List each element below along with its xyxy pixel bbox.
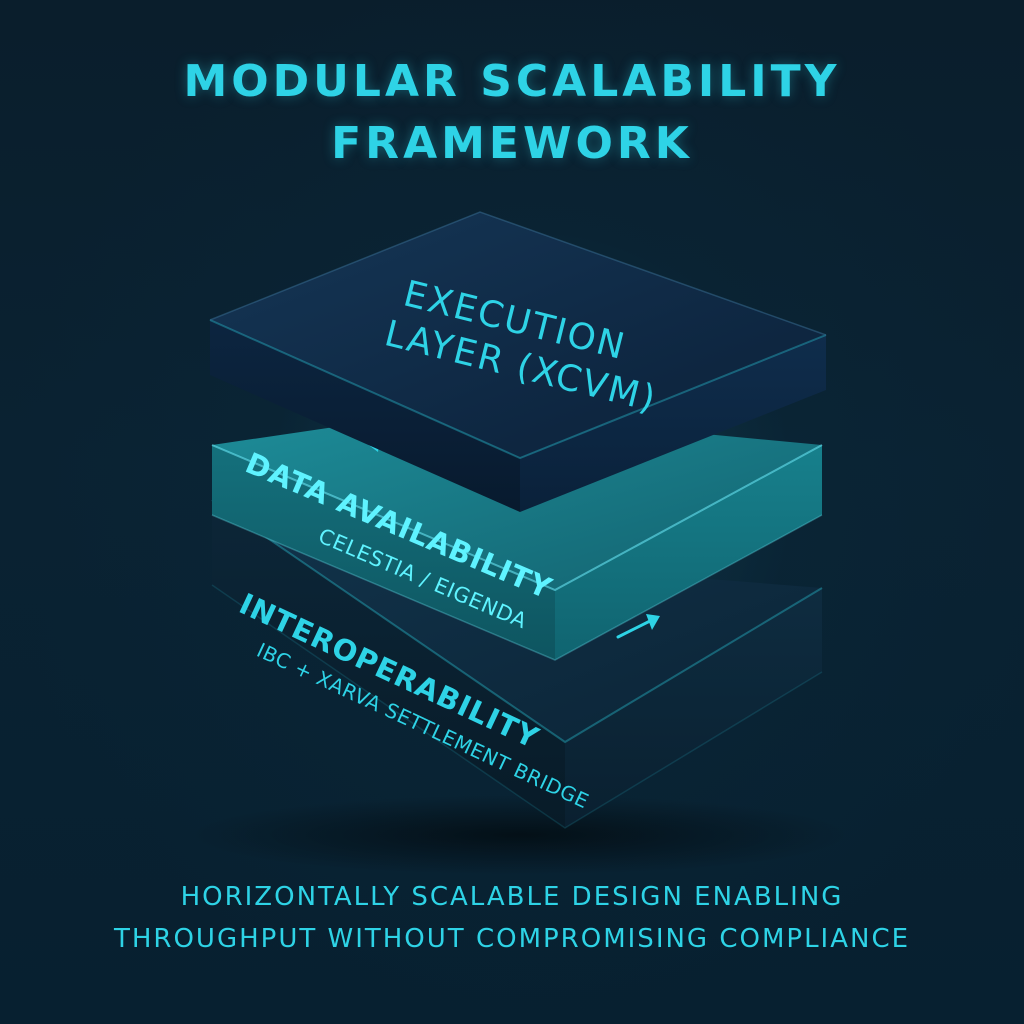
floor-shadow (190, 795, 850, 875)
title-line-2: FRAMEWORK (331, 118, 693, 169)
arrow-right-icon (616, 614, 660, 639)
title-line-1: MODULAR SCALABILITY (183, 56, 841, 107)
caption-line-2: THROUGHPUT WITHOUT COMPROMISING COMPLIAN… (113, 924, 911, 954)
caption-line-1: HORIZONTALLY SCALABLE DESIGN ENABLING (180, 882, 844, 912)
layer-execution: EXECUTION LAYER (XCVM) (209, 211, 827, 512)
